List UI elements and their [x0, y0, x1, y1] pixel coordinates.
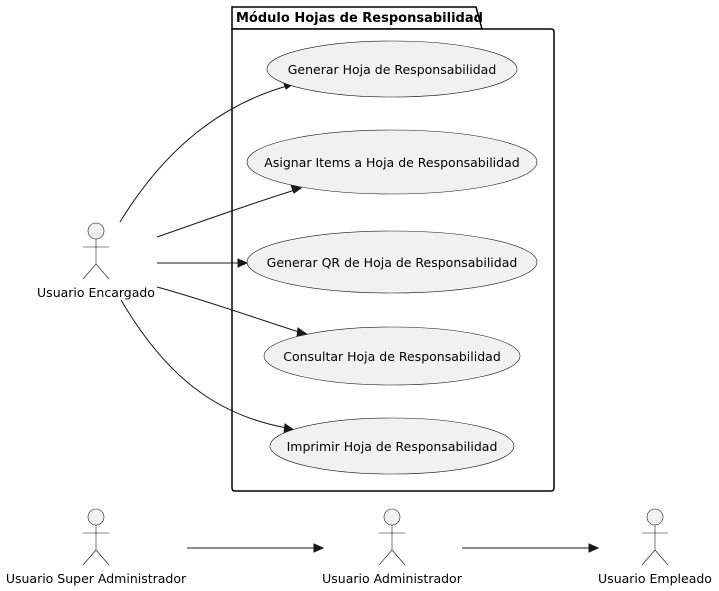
use-case-label: Generar Hoja de Responsabilidad — [288, 62, 497, 77]
actor-icon — [82, 508, 110, 566]
use-case-label: Asignar Items a Hoja de Responsabilidad — [264, 155, 519, 170]
arrowhead-uc2 — [290, 184, 303, 194]
edge-encargado-uc5 — [120, 299, 288, 429]
use-case-ellipse — [246, 230, 538, 294]
actor-label: Usuario Super Administrador — [6, 571, 187, 586]
arrowhead-empleado — [588, 543, 600, 553]
actor-usuario-encargado: Usuario Encargado — [37, 222, 155, 300]
actor-label: Usuario Empleado — [598, 571, 712, 586]
use-case-ellipse — [266, 40, 518, 98]
use-case-asignar: Asignar Items a Hoja de Responsabilidad — [246, 129, 538, 195]
use-case-label: Imprimir Hoja de Responsabilidad — [287, 439, 498, 454]
use-case-ellipse — [246, 129, 538, 195]
use-case-ellipse — [263, 326, 521, 386]
relations — [119, 80, 600, 553]
use-case-consultar: Consultar Hoja de Responsabilidad — [263, 326, 521, 386]
actor-icon — [641, 508, 669, 566]
use-case-label: Consultar Hoja de Responsabilidad — [283, 349, 501, 364]
actor-label: Usuario Encargado — [37, 285, 155, 300]
arrowhead-admin — [313, 543, 325, 553]
use-case-ellipse — [269, 417, 515, 475]
actor-usuario-administrador: Usuario Administrador — [322, 508, 463, 586]
actor-label: Usuario Administrador — [322, 571, 463, 586]
use-case-generar: Generar Hoja de Responsabilidad — [266, 40, 518, 98]
use-case-generar-qr: Generar QR de Hoja de Responsabilidad — [246, 230, 538, 294]
arrowhead-uc3 — [237, 258, 249, 268]
package-title: Módulo Hojas de Responsabilidad — [236, 11, 483, 26]
edge-encargado-uc2 — [156, 189, 296, 238]
edge-encargado-uc4 — [156, 286, 303, 334]
use-case-label: Generar QR de Hoja de Responsabilidad — [267, 255, 518, 270]
use-case-imprimir: Imprimir Hoja de Responsabilidad — [269, 417, 515, 475]
actor-icon — [378, 508, 406, 566]
edge-encargado-uc1 — [119, 85, 288, 223]
actor-usuario-super-administrador: Usuario Super Administrador — [6, 508, 187, 586]
actor-usuario-empleado: Usuario Empleado — [598, 508, 712, 586]
actor-icon — [82, 222, 110, 280]
